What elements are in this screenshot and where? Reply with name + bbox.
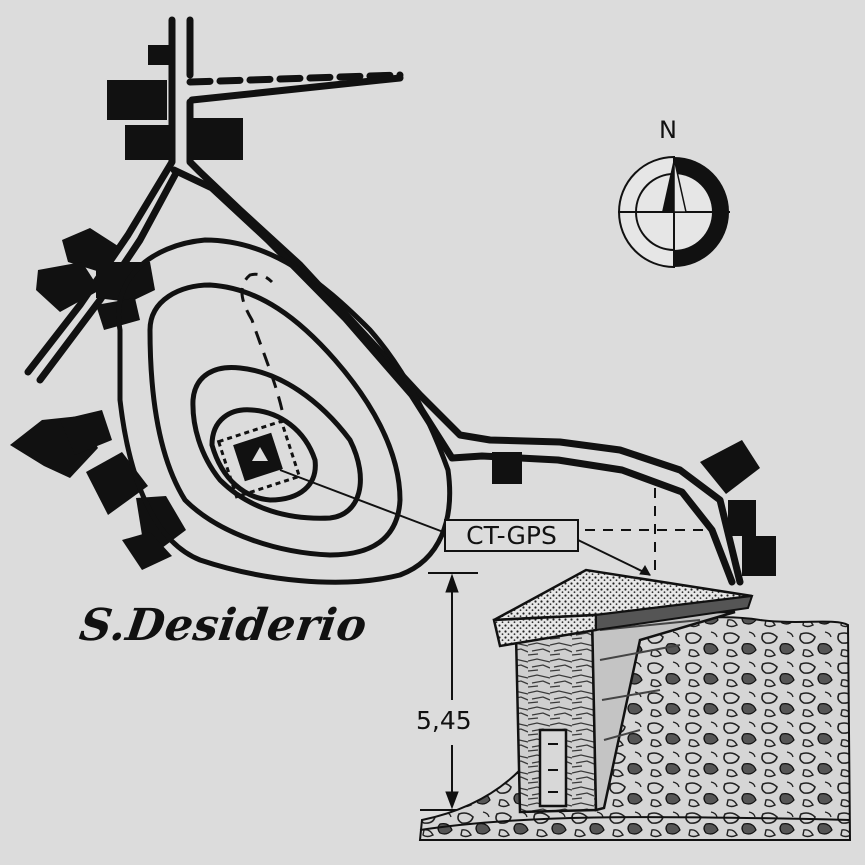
station-label: CT-GPS — [444, 519, 579, 552]
building — [107, 80, 167, 120]
footpath-dashed — [240, 272, 284, 411]
building — [60, 410, 112, 455]
building — [492, 452, 522, 484]
building — [125, 125, 170, 160]
building — [122, 532, 172, 570]
road-east-inner — [170, 166, 736, 586]
pillar-illustration — [418, 568, 852, 841]
contour-3 — [190, 364, 363, 521]
contour-outer — [116, 237, 453, 585]
building — [728, 500, 756, 536]
road-east-outer — [186, 16, 744, 586]
contour-2 — [147, 282, 403, 558]
building — [700, 440, 760, 494]
height-dimension — [420, 572, 478, 811]
building — [148, 45, 170, 65]
contour-4 — [209, 407, 318, 503]
triangulation-point-icon — [216, 419, 302, 499]
track-dashed — [186, 71, 404, 86]
road-west-outer — [24, 16, 176, 376]
building — [62, 228, 118, 272]
north-arrow-icon — [618, 155, 730, 269]
building — [188, 118, 243, 160]
north-label: N — [659, 116, 677, 144]
place-name: S.Desiderio — [76, 600, 371, 651]
height-label: 5,45 — [416, 706, 472, 735]
building — [36, 262, 100, 312]
building — [742, 536, 776, 576]
buildings — [10, 45, 776, 576]
leader-lines — [279, 469, 705, 576]
road-north — [188, 74, 404, 104]
contour-lines — [116, 237, 453, 585]
